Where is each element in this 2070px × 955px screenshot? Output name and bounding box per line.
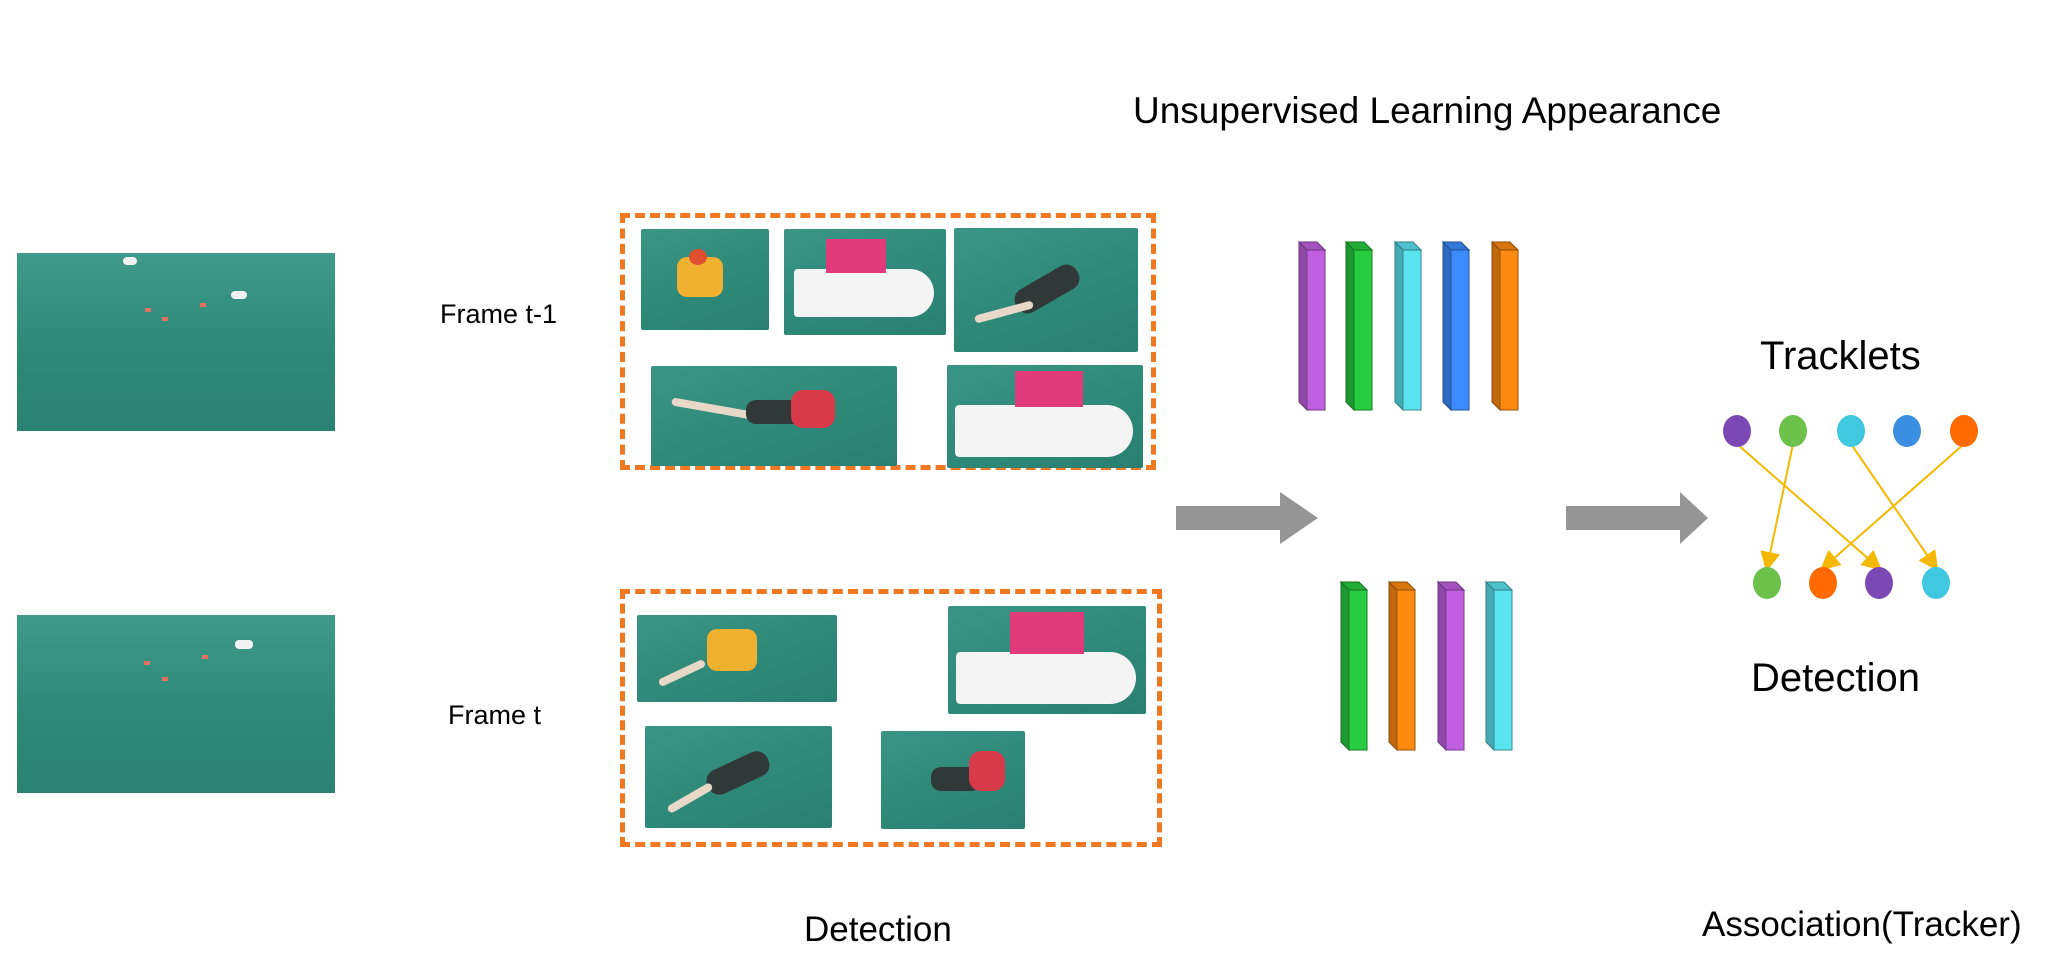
flow-arrow — [1176, 492, 1318, 544]
detection-node-purple — [1865, 567, 1893, 599]
frame-curr-image — [17, 615, 335, 793]
boat-marker — [123, 257, 137, 265]
swimmer-marker — [162, 677, 168, 681]
feature-bar-orange — [1387, 580, 1417, 752]
detections-curr-box — [620, 589, 1162, 847]
association-arrow-orange — [1819, 443, 1965, 571]
detections-prev-box — [620, 213, 1156, 470]
crop-swimmer-lifejacket — [641, 229, 769, 330]
feature-bar-blue — [1441, 240, 1471, 412]
tracklet-node-blue — [1893, 415, 1921, 447]
association-arrow-purple — [1736, 443, 1883, 571]
crop-swimmer-lifejacket — [637, 615, 837, 702]
association-arrow-green — [1760, 443, 1794, 572]
swimmer-marker — [145, 308, 151, 312]
boat-marker — [235, 640, 253, 649]
swimmer-marker — [162, 317, 168, 321]
frame-prev-label: Frame t-1 — [440, 299, 558, 329]
crop-swimmer-red — [881, 731, 1025, 829]
crop-swimmer-dark — [954, 228, 1138, 352]
feature-bar-purple — [1297, 240, 1327, 412]
tracker-detection-label: Detection — [1751, 656, 1920, 700]
crop-boat-3 — [948, 606, 1146, 714]
association-caption: Association(Tracker) — [1702, 905, 2022, 944]
swimmer-marker — [144, 661, 150, 665]
tracklet-node-green — [1779, 415, 1807, 447]
boat-marker — [231, 291, 247, 299]
tracklet-node-purple — [1723, 415, 1751, 447]
detection-node-green — [1753, 567, 1781, 599]
frame-curr-label: Frame t — [448, 700, 542, 730]
flow-arrow — [1566, 492, 1708, 544]
swimmer-marker — [200, 303, 206, 307]
tracklet-node-orange — [1950, 415, 1978, 447]
crop-boat-2 — [947, 365, 1143, 468]
feature-bar-cyan — [1484, 580, 1514, 752]
feature-bar-green — [1339, 580, 1369, 752]
tracklet-node-cyan — [1837, 415, 1865, 447]
figure-title: Unsupervised Learning Appearance — [1133, 90, 1722, 131]
detection-node-orange — [1809, 567, 1837, 599]
crop-boat-1 — [784, 229, 946, 335]
tracklets-label: Tracklets — [1760, 334, 1921, 378]
feature-bar-green — [1344, 240, 1374, 412]
swimmer-marker — [202, 655, 208, 659]
crop-swimmer-dark — [645, 726, 832, 828]
feature-bar-orange — [1490, 240, 1520, 412]
feature-bar-cyan — [1393, 240, 1423, 412]
feature-bar-purple — [1436, 580, 1466, 752]
frame-prev-image — [17, 253, 335, 431]
crop-swimmer-red — [651, 366, 897, 466]
detection-caption: Detection — [804, 910, 952, 949]
detection-node-cyan — [1922, 567, 1950, 599]
